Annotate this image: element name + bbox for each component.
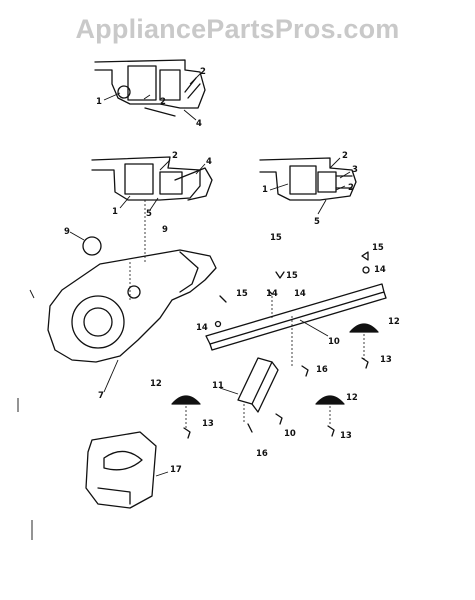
callout-label: 15 [236, 289, 248, 299]
callout-label: 4 [196, 119, 202, 129]
callout-label: 3 [352, 165, 358, 175]
foot-part-12-middle [315, 395, 345, 424]
callout-label: 17 [170, 465, 182, 475]
mounting-plate-part-7 [47, 249, 217, 393]
callout-label: 9 [162, 225, 168, 235]
callout-label: 14 [294, 289, 306, 299]
callout-label: 9 [64, 227, 70, 237]
callout-label: 2 [348, 183, 354, 193]
foot-part-12-right [349, 323, 379, 360]
callout-label: 12 [388, 317, 400, 327]
callout-label: 1 [96, 97, 102, 107]
switch-assembly-top [94, 59, 206, 121]
screws-hardware [183, 251, 370, 439]
callout-label: 13 [380, 355, 392, 365]
callout-label: 4 [206, 157, 212, 167]
callout-label: 10 [328, 337, 340, 347]
callout-label: 15 [286, 271, 298, 281]
callout-label: 15 [372, 243, 384, 253]
callout-label: 13 [340, 431, 352, 441]
callout-label: 13 [202, 419, 214, 429]
callout-label: 14 [374, 265, 386, 275]
callout-label: 5 [146, 209, 152, 219]
bracket-part-11 [219, 357, 279, 413]
callout-label: 7 [98, 391, 104, 401]
callout-label: 1 [262, 185, 268, 195]
foot-part-12-left [171, 395, 201, 428]
callout-label: 14 [266, 289, 278, 299]
bracket-bar-part-10 [205, 283, 387, 351]
callout-label: 2 [200, 67, 206, 77]
callout-label: 16 [256, 449, 268, 459]
callout-label: 5 [314, 217, 320, 227]
callout-label: 2 [160, 97, 166, 107]
callout-label: 2 [342, 151, 348, 161]
callout-label: 12 [150, 379, 162, 389]
switch-assembly-left [91, 156, 213, 262]
callout-label: 12 [346, 393, 358, 403]
margin-mark [29, 289, 35, 299]
callout-label: 10 [284, 429, 296, 439]
callout-label: 11 [212, 381, 224, 391]
switch-assembly-right [259, 157, 357, 215]
callout-label: 2 [172, 151, 178, 161]
bracket-part-17 [85, 431, 169, 509]
callout-label: 15 [270, 233, 282, 243]
callout-label: 16 [316, 365, 328, 375]
knob-part-9 [69, 231, 102, 256]
callout-label: 1 [112, 207, 118, 217]
watermark-text: AppliancePartsPros.com [75, 14, 400, 44]
callout-label: 14 [196, 323, 208, 333]
